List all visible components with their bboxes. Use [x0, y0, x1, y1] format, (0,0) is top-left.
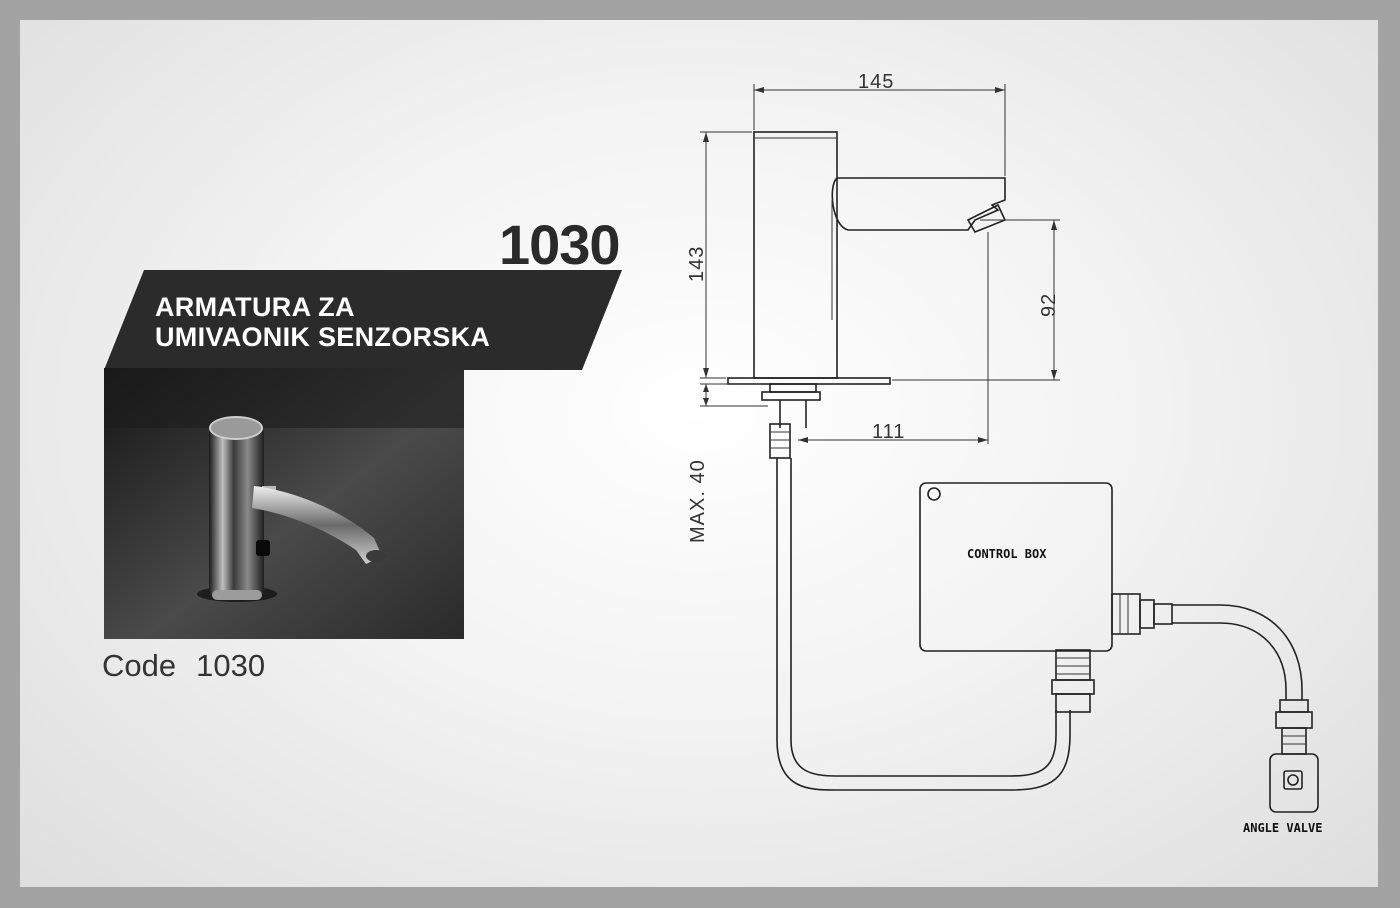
faucet-outline — [727, 131, 1007, 459]
technical-drawing: 145 143 92 111 MAX. 40 CONTROL BOX ANGLE… — [686, 71, 1322, 835]
dim-height-total: 143 — [686, 246, 708, 282]
product-title-line-2: UMIVAONIK SENZORSKA — [155, 322, 491, 352]
dim-max-thickness: MAX. 40 — [687, 459, 709, 543]
code-value: 1030 — [196, 648, 266, 683]
angle-valve-label: ANGLE VALVE — [1243, 821, 1322, 835]
dim-spout-reach: 111 — [872, 421, 905, 443]
dimension-lines — [700, 84, 1060, 444]
dim-width-total: 145 — [858, 71, 894, 93]
dim-spout-height: 92 — [1038, 293, 1060, 317]
hose-line — [776, 458, 1071, 791]
product-title: ARMATURA ZA UMIVAONIK SENZORSKA — [155, 292, 490, 352]
angle-valve — [1269, 699, 1319, 813]
code-label: Code 1030 — [102, 648, 285, 684]
product-title-line-1: ARMATURA ZA — [155, 292, 355, 322]
model-number: 1030 — [499, 213, 621, 276]
control-box — [919, 482, 1173, 713]
title-banner — [104, 270, 622, 370]
valve-hose — [1172, 604, 1303, 700]
product-photo — [104, 368, 464, 639]
code-prefix: Code — [102, 648, 177, 683]
spec-sheet: 1030 ARMATURA ZA UMIVAONIK SENZORSKA — [20, 20, 1378, 887]
control-box-label: CONTROL BOX — [967, 547, 1047, 561]
